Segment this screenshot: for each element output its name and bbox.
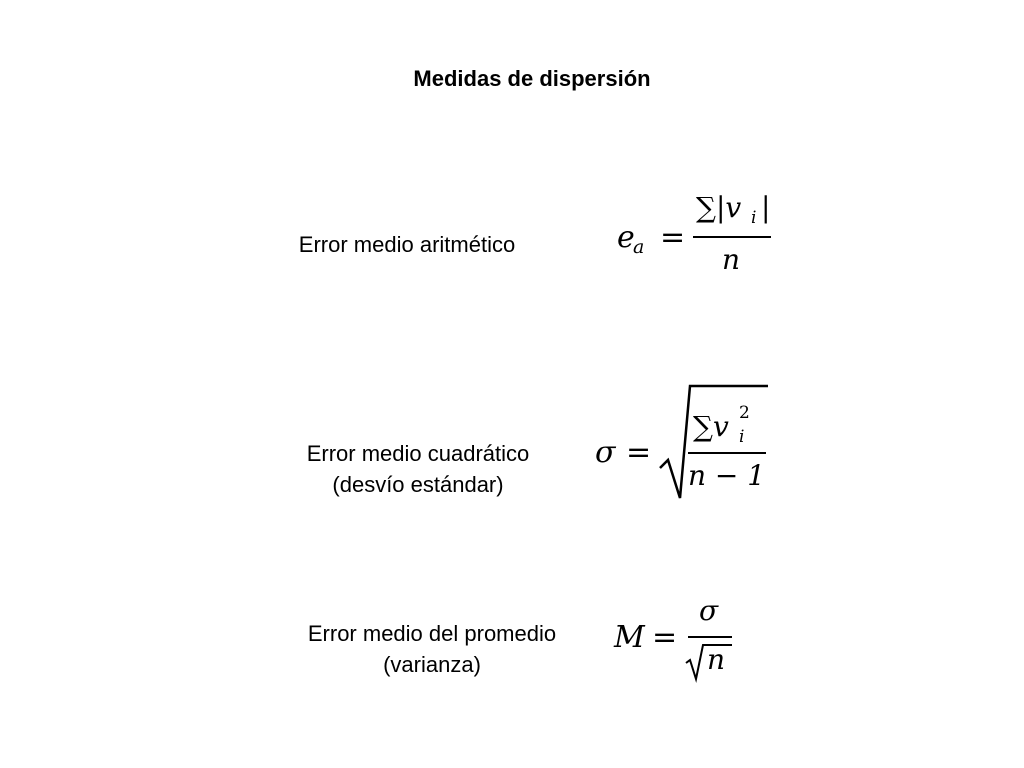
label-line: Error medio del promedio [307, 621, 557, 646]
formula-numerator: ∑|v [696, 191, 742, 224]
formula-numerator-subscript: i [751, 208, 757, 228]
fraction-bar [688, 452, 766, 454]
label-error-medio-del-promedio: Error medio del promedio (varianza) [284, 618, 580, 680]
page-title: Medidas de dispersión [413, 66, 651, 91]
formula-numerator-subscript: i [739, 427, 745, 447]
formula-lhs-symbol: M [614, 620, 645, 655]
formula-equals: = [626, 435, 652, 470]
formula-lhs-symbol: σ [595, 435, 616, 470]
label-line: (varianza) [383, 652, 481, 677]
formula-denominator: n [722, 243, 741, 276]
formula-lhs-subscript: a [633, 236, 645, 258]
formula-lhs-symbol: e [617, 220, 635, 255]
formula-equals: = [652, 620, 678, 655]
square-root-icon [685, 644, 732, 683]
formula-numerator-superscript: 2 [739, 403, 750, 423]
square-root-icon [659, 384, 768, 499]
label-line: (desvío estándar) [332, 472, 504, 497]
fraction-bar [688, 636, 732, 638]
label-error-medio-cuadratico: Error medio cuadrático (desvío estándar) [280, 438, 556, 500]
label-line: Error medio cuadrático [306, 441, 530, 466]
formula-numerator: σ [699, 594, 719, 627]
fraction-bar [693, 236, 771, 238]
formula-numerator: ∑v [693, 410, 729, 443]
label-line: Error medio aritmético [298, 232, 516, 257]
formula-equals: = [660, 220, 686, 255]
label-error-medio-aritmetico: Error medio aritmético [270, 229, 544, 260]
formula-denominator: n − 1 [688, 459, 766, 492]
formula-denominator: n [707, 643, 726, 676]
formula-numerator-close: | [761, 191, 771, 224]
